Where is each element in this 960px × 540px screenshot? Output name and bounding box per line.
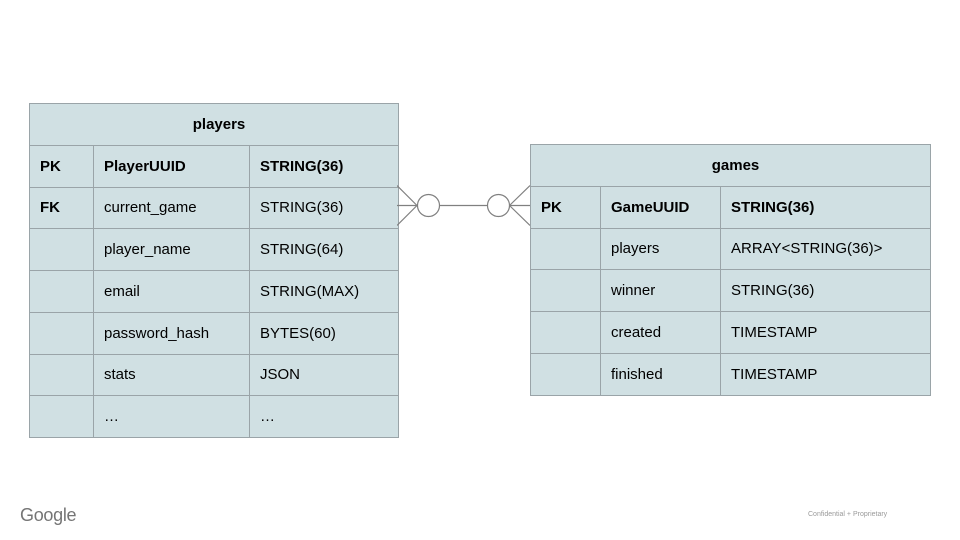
- column-name-cell: current_game: [93, 186, 250, 230]
- column-name-cell: finished: [600, 352, 721, 396]
- key-cell: [29, 228, 94, 271]
- relationship-connector: [397, 185, 530, 226]
- table-row: finished TIMESTAMP: [530, 352, 932, 396]
- table-row: player_name STRING(64): [29, 228, 400, 271]
- table-row: created TIMESTAMP: [530, 311, 932, 354]
- column-name-cell: GameUUID: [600, 185, 721, 229]
- key-cell: [530, 311, 601, 354]
- column-name-cell: winner: [600, 269, 721, 312]
- key-cell: [530, 352, 601, 396]
- column-type-cell: STRING(MAX): [248, 270, 400, 313]
- table-row: players ARRAY<STRING(36)>: [530, 227, 932, 271]
- games-entity-table: games PK GameUUID STRING(36) players ARR…: [529, 144, 932, 396]
- key-cell: [29, 353, 94, 397]
- games-table-title: games: [529, 144, 932, 187]
- key-cell: PK: [29, 144, 94, 188]
- google-logo: Google: [20, 505, 77, 525]
- table-row: PK PlayerUUID STRING(36): [29, 144, 400, 188]
- crow-foot-right: [509, 185, 530, 226]
- key-cell: [530, 227, 601, 271]
- column-type-cell: JSON: [248, 353, 400, 397]
- column-name-cell: players: [600, 227, 721, 271]
- column-type-cell: …: [248, 395, 400, 438]
- column-type-cell: STRING(64): [248, 228, 400, 271]
- optional-circle-right: [486, 193, 511, 218]
- crow-foot-left: [397, 185, 418, 226]
- column-type-cell: ARRAY<STRING(36)>: [719, 227, 932, 271]
- table-row: stats JSON: [29, 353, 400, 397]
- column-type-cell: TIMESTAMP: [719, 352, 932, 396]
- column-name-cell: …: [93, 395, 250, 438]
- key-cell: [530, 269, 601, 312]
- column-name-cell: email: [93, 270, 250, 313]
- column-name-cell: player_name: [93, 228, 250, 271]
- table-row: password_hash BYTES(60): [29, 311, 400, 355]
- table-row: … …: [29, 395, 400, 438]
- column-type-cell: STRING(36): [248, 186, 400, 230]
- key-cell: [29, 395, 94, 438]
- key-cell: [29, 270, 94, 313]
- key-cell: [29, 311, 94, 355]
- optional-circle-left: [416, 193, 441, 218]
- table-row: PK GameUUID STRING(36): [530, 185, 932, 229]
- column-type-cell: STRING(36): [248, 144, 400, 188]
- column-name-cell: PlayerUUID: [93, 144, 250, 188]
- column-type-cell: TIMESTAMP: [719, 311, 932, 354]
- table-row: FK current_game STRING(36): [29, 186, 400, 230]
- games-header-row: games: [529, 144, 932, 187]
- key-cell: PK: [530, 185, 601, 229]
- players-header-row: players: [28, 103, 400, 146]
- table-row: winner STRING(36): [530, 269, 932, 312]
- key-cell: FK: [29, 186, 94, 230]
- players-table-title: players: [28, 103, 400, 146]
- column-type-cell: STRING(36): [719, 269, 932, 312]
- column-name-cell: created: [600, 311, 721, 354]
- players-entity-table: players PK PlayerUUID STRING(36) FK curr…: [28, 103, 400, 438]
- column-type-cell: BYTES(60): [248, 311, 400, 355]
- column-name-cell: stats: [93, 353, 250, 397]
- column-type-cell: STRING(36): [719, 185, 932, 229]
- table-row: email STRING(MAX): [29, 270, 400, 313]
- classification-label: Confidential + Proprietary: [808, 511, 888, 518]
- column-name-cell: password_hash: [93, 311, 250, 355]
